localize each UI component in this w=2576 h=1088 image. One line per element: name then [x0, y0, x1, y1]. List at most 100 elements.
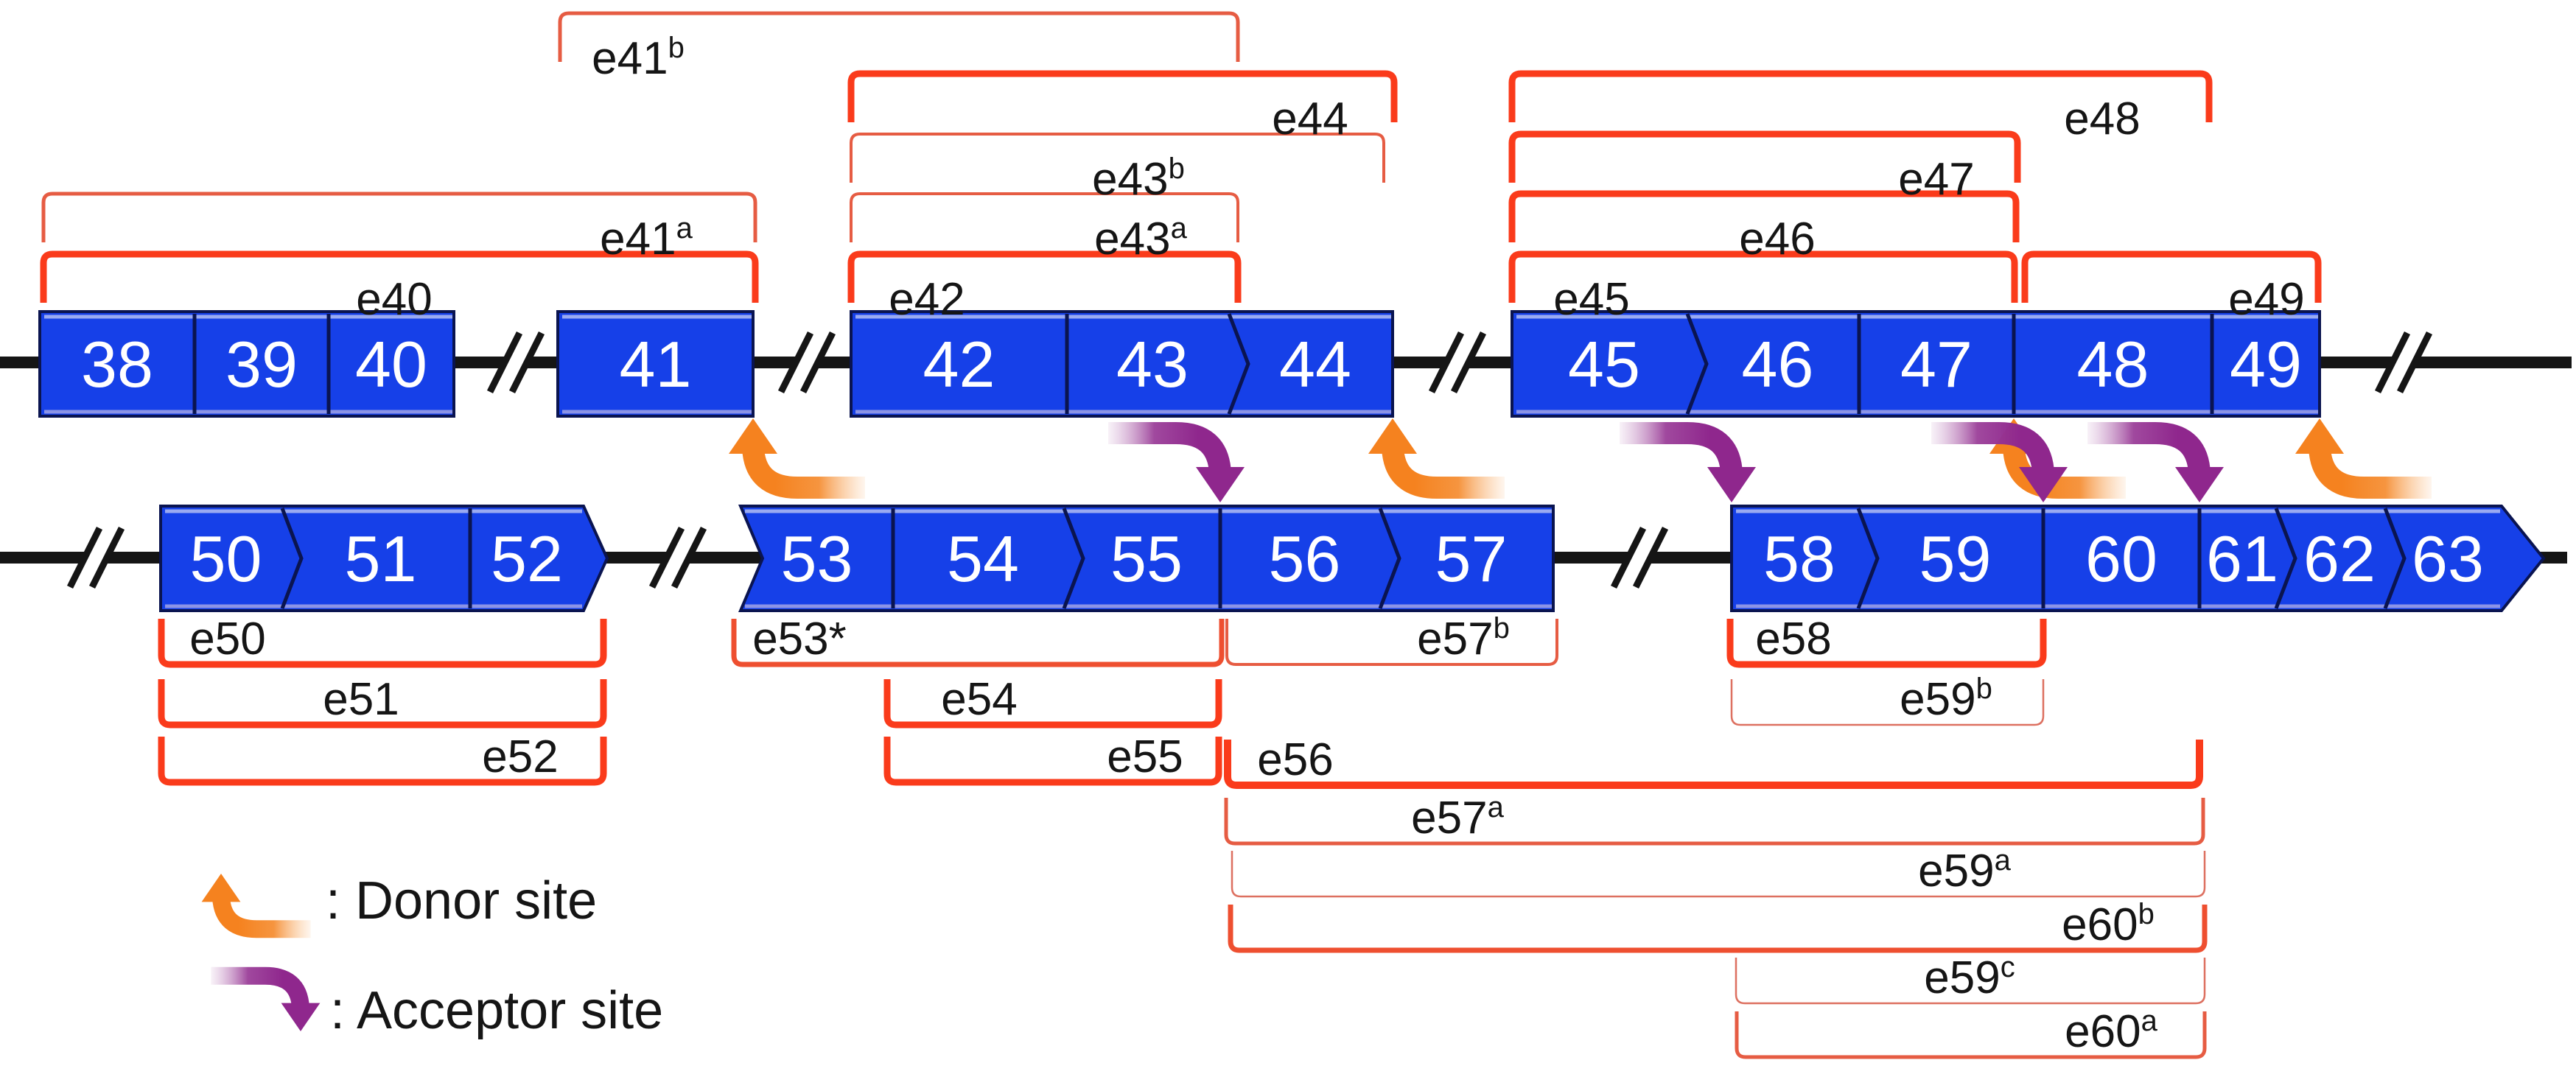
exon-box-shape: [850, 310, 1394, 418]
bracket-e56: e56: [1224, 734, 2203, 789]
bracket-e57a: e57a: [1224, 791, 2205, 846]
bracket-path: [1225, 619, 1558, 666]
bracket-e46: e46: [1508, 190, 2020, 264]
exon-box-shape: [1730, 505, 2546, 612]
bracket-e49: e49: [2021, 250, 2322, 325]
bracket-path: [1726, 619, 2047, 668]
acceptor-site-arrow-icon: [211, 976, 320, 1031]
exon-number-60: 60: [2085, 522, 2157, 595]
bracket-label-e51: e51: [323, 674, 399, 725]
bracket-path: [847, 70, 1398, 122]
exon-number-48: 48: [2077, 328, 2149, 401]
legend-donor-label: : Donor site: [326, 871, 597, 930]
line-break-icon: [1428, 327, 1487, 398]
exon-boundary-chevron: [1856, 508, 1880, 609]
donor-site-arrow-icon: [729, 418, 865, 488]
bracket-label-e42: e42: [889, 274, 965, 325]
donor-site-arrow-icon: [2295, 418, 2432, 488]
bracket-e43a: e43a: [850, 192, 1239, 264]
bracket-path: [2021, 250, 2322, 303]
bracket-path: [731, 619, 1225, 667]
bracket-e45: e45: [1508, 250, 2018, 325]
exon-number-43: 43: [1116, 328, 1189, 401]
bracket-label-e57a: e57a: [1411, 791, 1504, 843]
bracket-label-e59b: e59b: [1900, 673, 1992, 725]
line-break-icon: [1610, 522, 1669, 593]
line-break-icon: [2374, 327, 2433, 398]
exon-number-42: 42: [923, 328, 995, 401]
exon-box-shape: [38, 310, 455, 418]
bracket-e59a: e59a: [1231, 844, 2206, 898]
line-break-icon: [66, 522, 125, 593]
bracket-e60b: e60b: [1228, 898, 2208, 953]
exon-boundary-chevron: [280, 508, 304, 609]
bracket-label-e55: e55: [1107, 731, 1183, 782]
exon-group-42-44: 42 43 44: [850, 310, 1394, 418]
exon-number-47: 47: [1900, 328, 1973, 401]
bracket-label-e49: e49: [2228, 274, 2304, 325]
bracket-path: [1224, 740, 2203, 789]
exon-boundary-chevron: [2274, 508, 2297, 609]
bracket-label-e47: e47: [1898, 154, 1974, 205]
bracket-label-e58: e58: [1755, 614, 1831, 664]
exon-number-41: 41: [620, 328, 692, 401]
exon-number-49: 49: [2230, 328, 2302, 401]
exon-box-shape: [1511, 310, 2321, 418]
bracket-e50: e50: [158, 614, 607, 668]
exon-group-45-49: 45 46 47 48 49: [1511, 310, 2321, 418]
bracket-path: [1508, 190, 2020, 242]
bracket-e54: e54: [883, 674, 1222, 729]
exon-number-62: 62: [2303, 522, 2376, 595]
exon-number-46: 46: [1742, 328, 1814, 401]
line-break-icon: [486, 327, 545, 398]
exon-number-50: 50: [190, 522, 262, 595]
bracket-e59c: e59c: [1735, 951, 2206, 1005]
exon-boundary-chevron: [1378, 508, 1401, 609]
bracket-label-e45: e45: [1553, 274, 1629, 325]
exon-group-41-41: 41: [556, 310, 755, 418]
bracket-path: [850, 192, 1239, 242]
exon-box-shape: [738, 505, 1555, 612]
bracket-label-e54: e54: [941, 674, 1017, 725]
bracket-label-e53star: e53*: [752, 614, 847, 664]
legend: : Donor site : Acceptor site: [202, 871, 663, 1040]
bracket-path: [1508, 130, 2021, 183]
bracket-label-e41a: e41a: [600, 212, 693, 264]
exon-number-55: 55: [1110, 522, 1183, 595]
exon-number-61: 61: [2206, 522, 2278, 595]
bracket-e43b: e43b: [850, 133, 1385, 205]
donor-site-arrow-icon: [1368, 418, 1505, 488]
bracket-e40: e40: [40, 250, 759, 325]
bracket-path: [1508, 250, 2018, 303]
bracket-label-e50: e50: [189, 614, 265, 664]
bracket-e41b: e41b: [558, 11, 1240, 84]
bracket-path: [40, 250, 759, 303]
bracket-path: [158, 679, 607, 729]
bracket-e42: e42: [847, 250, 1242, 325]
bracket-label-e60b: e60b: [2062, 898, 2155, 950]
exon-number-44: 44: [1279, 328, 1351, 401]
bracket-e53star: e53*: [731, 614, 1225, 667]
bracket-e60a: e60a: [1735, 1005, 2207, 1059]
exon-number-51: 51: [345, 522, 417, 595]
bracket-path: [158, 619, 607, 668]
bracket-path: [1735, 958, 2206, 1005]
bracket-path: [41, 192, 757, 242]
bracket-path: [850, 133, 1385, 183]
bracket-path: [1231, 851, 2206, 898]
bracket-label-e46: e46: [1739, 214, 1815, 264]
exon-box-shape: [159, 505, 609, 612]
bracket-path: [883, 679, 1222, 729]
bracket-path: [1735, 1011, 2207, 1059]
bracket-label-e41b: e41b: [592, 32, 685, 84]
exon-number-54: 54: [947, 522, 1019, 595]
bracket-e52: e52: [158, 731, 607, 786]
exon-number-39: 39: [225, 328, 298, 401]
exon-number-45: 45: [1568, 328, 1640, 401]
bracket-e59b: e59b: [1730, 673, 2045, 726]
bracket-path: [847, 250, 1242, 303]
